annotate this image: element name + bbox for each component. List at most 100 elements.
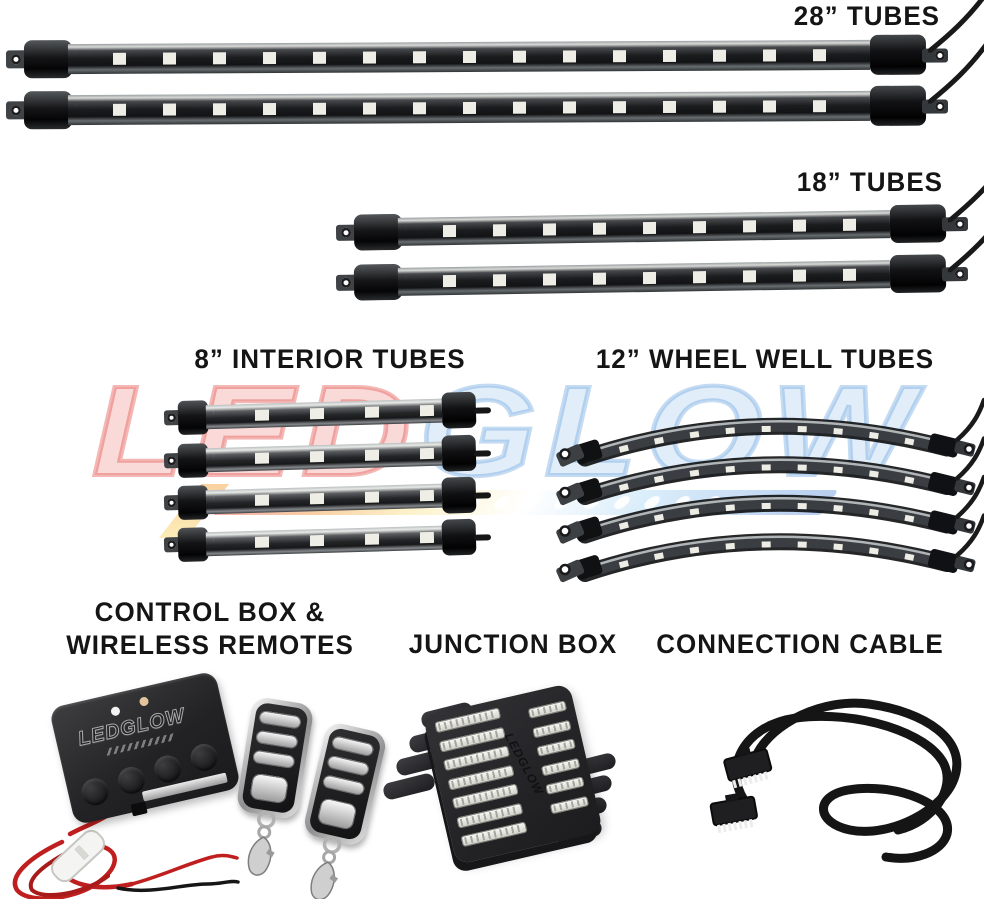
tube-end-cap bbox=[23, 91, 73, 130]
tube-highlight bbox=[584, 535, 948, 570]
remote-button-large bbox=[249, 772, 290, 805]
led-strip bbox=[75, 49, 863, 66]
tube-connector bbox=[889, 254, 947, 293]
connector-slot bbox=[460, 821, 528, 848]
cable-loop-1 bbox=[751, 698, 962, 863]
tube-end-cap bbox=[177, 400, 209, 435]
power-wire bbox=[927, 0, 984, 53]
tube-connector bbox=[869, 85, 927, 126]
led-strip bbox=[584, 541, 948, 579]
tube-connector bbox=[889, 204, 947, 243]
black-ground-wire bbox=[116, 879, 240, 893]
screw-hole bbox=[10, 105, 22, 116]
label-18-tubes: 18” TUBES bbox=[796, 166, 943, 198]
wheel-well-tube bbox=[556, 397, 984, 467]
tube-end-cap bbox=[353, 214, 403, 251]
led-tube bbox=[163, 391, 492, 435]
connector-slot bbox=[549, 795, 589, 814]
power-wiring bbox=[12, 795, 240, 899]
screw-hole bbox=[10, 54, 22, 65]
control-button-3 bbox=[151, 752, 184, 786]
label-junction-box: JUNCTION BOX bbox=[408, 628, 618, 660]
screw-hole bbox=[963, 520, 975, 532]
tube-body bbox=[205, 441, 443, 473]
tube-connector bbox=[441, 518, 477, 556]
tube-body bbox=[205, 483, 443, 515]
screw-hole bbox=[559, 525, 571, 537]
screw-hole bbox=[559, 486, 571, 499]
wire-stub bbox=[473, 449, 492, 457]
connector-slot bbox=[545, 776, 585, 795]
control-button-1 bbox=[78, 775, 112, 809]
led-tube bbox=[163, 518, 492, 562]
tube-highlight bbox=[584, 458, 948, 493]
wire-stub bbox=[473, 406, 492, 414]
connector-slot bbox=[536, 738, 576, 757]
power-wire bbox=[947, 161, 984, 223]
label-wheel-well-tubes: 12” WHEEL WELL TUBES bbox=[595, 343, 935, 375]
screw-hole bbox=[166, 456, 177, 466]
led-strip bbox=[213, 448, 435, 466]
led-tube bbox=[5, 0, 984, 79]
tube-body bbox=[397, 260, 891, 296]
screw-hole bbox=[166, 498, 177, 508]
power-wire bbox=[927, 43, 984, 104]
junction-connector-slots bbox=[423, 683, 589, 848]
tube-end-cap bbox=[23, 40, 73, 79]
led-tube bbox=[5, 43, 984, 130]
wheel-well-tube bbox=[556, 513, 984, 583]
screw-hole bbox=[559, 448, 571, 460]
led-tube bbox=[335, 161, 984, 251]
tube-connector bbox=[927, 510, 960, 535]
tube-end-cap bbox=[353, 264, 403, 301]
tube-connector bbox=[441, 391, 477, 429]
cable-connector-2 bbox=[709, 793, 758, 834]
tube-body bbox=[205, 525, 443, 557]
tube-highlight bbox=[584, 420, 948, 455]
label-control-box-line1: CONTROL BOX & bbox=[94, 596, 326, 628]
indicator-led-amber bbox=[138, 696, 150, 707]
tube-group-12inch-wheel-well bbox=[556, 397, 984, 583]
tube-connector bbox=[869, 34, 927, 75]
power-wire bbox=[954, 397, 984, 443]
control-button-4 bbox=[187, 741, 221, 774]
screw-hole bbox=[340, 277, 352, 288]
led-tube bbox=[163, 476, 492, 520]
screw-hole bbox=[963, 443, 975, 455]
wire-stub bbox=[473, 491, 492, 499]
tube-body bbox=[67, 91, 871, 125]
tube-connector bbox=[927, 471, 960, 496]
led-strip bbox=[405, 268, 883, 288]
tube-connector bbox=[441, 434, 477, 472]
led-strip bbox=[213, 490, 435, 508]
led-strip bbox=[584, 425, 948, 463]
screw-hole bbox=[166, 540, 177, 550]
screw-hole bbox=[340, 227, 352, 238]
connector-slot bbox=[540, 757, 581, 776]
screw-hole bbox=[963, 482, 975, 493]
label-control-box-line2: WIRELESS REMOTES bbox=[66, 629, 354, 661]
led-tube bbox=[163, 434, 492, 478]
led-tube bbox=[335, 211, 984, 301]
label-interior-tubes: 8” INTERIOR TUBES bbox=[194, 343, 466, 375]
cable-connector-1 bbox=[723, 747, 773, 789]
led-strip bbox=[213, 532, 435, 550]
wireless-remote-1 bbox=[235, 695, 315, 876]
led-strip bbox=[213, 405, 435, 423]
power-wire bbox=[954, 513, 984, 558]
led-strip bbox=[584, 464, 948, 502]
screw-hole bbox=[166, 413, 177, 423]
screw-hole bbox=[559, 563, 571, 576]
power-wire bbox=[954, 474, 984, 520]
tube-body bbox=[67, 40, 871, 74]
tube-end-cap bbox=[177, 443, 209, 478]
connector-slot bbox=[532, 719, 572, 738]
led-strip bbox=[405, 218, 883, 238]
label-28-tubes: 28” TUBES bbox=[793, 0, 940, 32]
tube-connector bbox=[927, 433, 960, 458]
tube-end-cap bbox=[177, 527, 209, 562]
connector-slot bbox=[527, 700, 568, 719]
tube-end-cap bbox=[177, 485, 209, 520]
keychain-clasp bbox=[247, 810, 276, 876]
